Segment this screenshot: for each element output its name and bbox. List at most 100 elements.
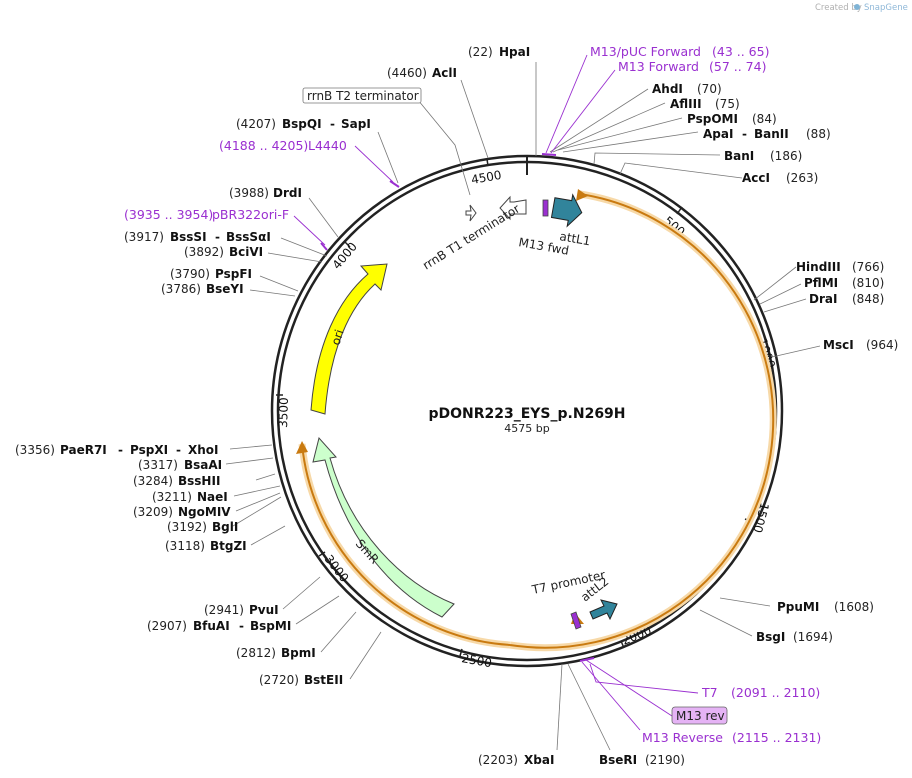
enz-pvui-pos: (2941) [204,603,244,617]
lead-pvui [282,576,321,610]
enz-apai-name[interactable]: ApaI [703,127,733,141]
attl1-feature [550,193,583,228]
enz-bcivi-pos: (3892) [184,245,224,259]
enz-ppumi-name[interactable]: PpuMI [777,600,819,614]
enz-aflii-name[interactable]: AflIII [670,97,702,111]
enz-bseyi-name[interactable]: BseYI [206,282,244,296]
primer-l4440-range: (4188 .. 4205) [219,138,308,153]
primer-m13reverse-name[interactable]: M13 Reverse [642,730,723,745]
enz-acli-name[interactable]: AclI [432,66,457,80]
lead-bpmi [320,611,357,653]
labels-left: (3988) DrdI (3935 .. 3954) pBR322ori-F (… [15,186,343,687]
enz-bseyi-pos: (3786) [161,282,201,296]
attl2-feature [589,599,618,621]
enz-bsssi-name[interactable]: BssSI [170,230,207,244]
lead-drdi [308,197,339,238]
enz-bpmi-pos: (2812) [236,646,276,660]
primer-m13rev-name[interactable]: M13 rev [676,709,725,723]
enz-bsssai-name[interactable]: BssSαI [226,230,271,244]
lead-bnii [562,131,699,153]
enz-hpai-pos: (22) [468,45,493,59]
lead-pspfi [259,275,299,292]
enz-bani-pos: (186) [770,149,802,163]
lead-bsshii [255,473,276,481]
t7-promoter-feature [570,611,582,630]
lead-bgli [232,496,282,527]
primer-t7-name[interactable]: T7 [701,685,718,700]
enz-sapi-name[interactable]: SapI [341,117,371,131]
lead-xhoi [229,444,273,450]
tick-3000-mark [318,551,326,557]
enz-ngomiv-name[interactable]: NgoMIV [178,505,231,519]
enz-paer7i-name[interactable]: PaeR7I [60,443,107,457]
lead-bcivi [267,252,323,263]
enz-banii-name[interactable]: BanII [754,127,789,141]
enz-bspqi-name[interactable]: BspQI [282,117,322,131]
enz-drdi-name[interactable]: DrdI [273,186,302,200]
enz-pspomi-name[interactable]: PspOMI [687,112,738,126]
enz-bspmi-name[interactable]: BspMI [250,619,291,633]
enz-sep-4: - [118,443,123,457]
enz-sapi-pos: (4207) [236,117,276,131]
enz-bsteii-name[interactable]: BstEII [304,673,343,687]
lead-m13reverse [581,661,641,731]
enz-drai-name[interactable]: DraI [809,292,837,306]
enz-pspfi-name[interactable]: PspFI [215,267,252,281]
enz-bfuai-name[interactable]: BfuAI [193,619,230,633]
enz-bsaai-name[interactable]: BsaAI [184,458,222,472]
enz-pvui-name[interactable]: PvuI [249,603,279,617]
enz-btgzi-name[interactable]: BtgZI [210,539,247,553]
lead-m13fwd-primer [550,69,616,154]
enz-hpai-name[interactable]: HpaI [499,45,530,59]
enz-ahdi-pos: (70) [697,82,722,96]
enz-bpmi-name[interactable]: BpmI [281,646,316,660]
enz-naei-pos: (3211) [152,490,192,504]
lead-bspmi [295,595,340,625]
enz-xhoi-name[interactable]: XhoI [188,443,219,457]
enz-pflmi-pos: (810) [852,276,884,290]
enz-acci-name[interactable]: AccI [742,171,770,185]
enz-bfuai-pos: (2907) [147,619,187,633]
enz-pspxi-name[interactable]: PspXI [130,443,168,457]
enz-xhoi-pos: (3356) [15,443,55,457]
enz-pspfi-pos: (3790) [170,267,210,281]
plasmid-name: pDONR223_EYS_p.N269H [428,406,625,422]
lead-m13rev [585,659,673,717]
enz-msci-name[interactable]: MscI [823,338,854,352]
lead-t7 [589,663,699,694]
enz-xbai-name[interactable]: XbaI [524,753,554,767]
snapgene-credit: Created by SnapGene [815,3,908,13]
primer-m13fwd-name[interactable]: M13 Forward [618,59,699,74]
lead-pspomi [557,117,683,151]
enz-bsgi-name[interactable]: BsgI [756,630,785,644]
tick-3500: 3500 [276,397,291,428]
orf-start-icon [576,189,588,201]
tick-500-mark [676,206,683,215]
plasmid-length: 4575 bp [504,422,549,435]
enz-pflmi-name[interactable]: PflMI [804,276,838,290]
enz-bseri-name[interactable]: BseRI [599,753,637,767]
primer-m13reverse-range: (2115 .. 2131) [732,730,821,745]
enz-bgli-name[interactable]: BglI [212,520,238,534]
enz-hindiii-name[interactable]: HindIII [796,260,841,274]
enz-bsshii-name[interactable]: BssHII [178,474,220,488]
primer-m13puc-name[interactable]: M13/pUC Forward [590,44,701,59]
lead-naei [233,485,281,497]
tick-2500: 2500 [460,651,493,670]
rrnb-t2-label[interactable]: rrnB T2 terminator [307,89,419,103]
enz-banii-pos: (88) [806,127,831,141]
enz-naei-name[interactable]: NaeI [197,490,228,504]
enz-bani-name[interactable]: BanI [724,149,754,163]
primer-pbr322-name[interactable]: pBR322ori-F [212,207,289,222]
enz-ahdi-name[interactable]: AhdI [652,82,683,96]
enz-bsteii-pos: (2720) [259,673,299,687]
primer-mark-m13-rev [579,657,595,662]
attl1-label: attL1 [558,229,591,248]
lead-aflii [552,102,666,153]
lead-bsssi [280,237,328,257]
rrnb-t2-feature [465,204,477,222]
lead-bseri [567,663,611,751]
primer-l4440-name[interactable]: L4440 [308,138,347,153]
lead-drai [763,298,807,313]
enz-bcivi-name[interactable]: BciVI [229,245,263,259]
